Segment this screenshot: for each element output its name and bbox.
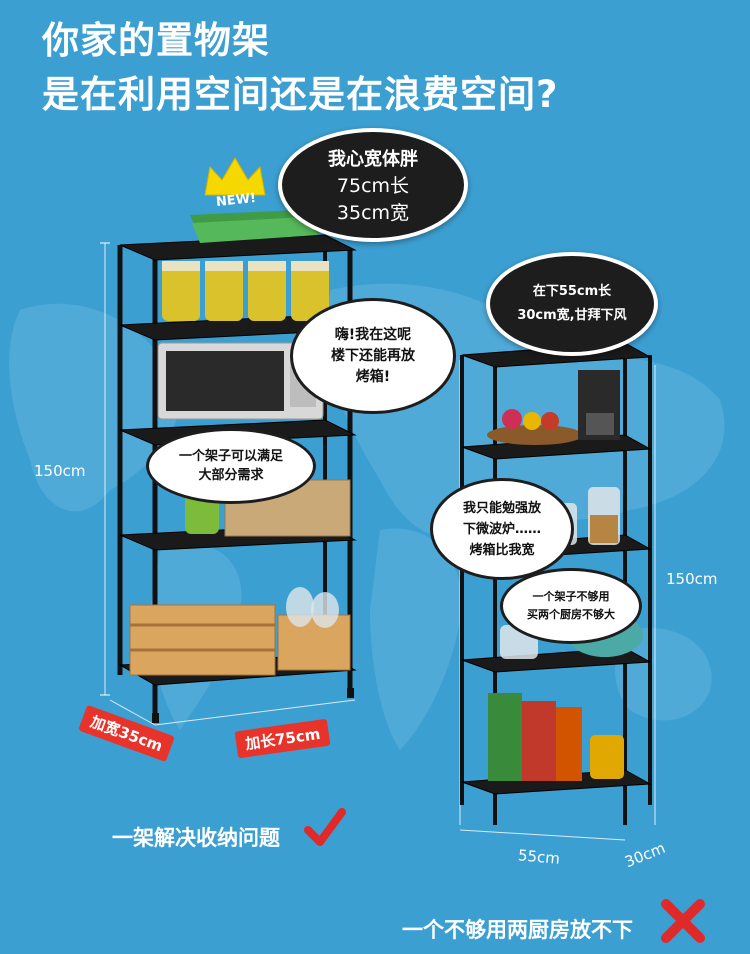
crown-icon: [204, 157, 266, 196]
small-shelf-cloud-mid: 我只能勉强放 下微波炉…… 烤箱比我宽: [430, 478, 574, 580]
small-verdict: 一个不够用两厨房放不下: [402, 918, 633, 942]
big-verdict: 一架解决收纳问题: [112, 826, 280, 850]
small-bubble-line-2: 30cm宽,甘拜下风: [517, 308, 627, 323]
big-shelf-speech-bubble: 我心宽体胖 75cm长 35cm宽: [278, 128, 468, 242]
small-cloud-low-line-2: 买两个厨房不够大: [527, 608, 615, 621]
headline-line-2: 是在利用空间还是在浪费空间?: [42, 73, 559, 116]
small-cloud-mid-line-2: 下微波炉……: [462, 521, 541, 537]
cloud-top-line-1: 嗨!我在这呢: [334, 326, 412, 343]
cloud-top-line-2: 楼下还能再放: [331, 347, 415, 364]
small-cloud-low-line-1: 一个架子不够用: [532, 590, 610, 603]
small-bubble-line-1: 在下55cm长: [532, 284, 612, 299]
cloud-mid-line-2: 大部分需求: [198, 468, 264, 483]
cross-icon: [661, 899, 705, 943]
big-bubble-line-2: 75cm长: [336, 175, 410, 197]
small-shelf-cloud-low: 一个架子不够用 买两个厨房不够大: [500, 568, 642, 644]
small-shelf-speech-bubble: 在下55cm长 30cm宽,甘拜下风: [486, 252, 658, 356]
big-shelf-cloud-top: 嗨!我在这呢 楼下还能再放 烤箱!: [290, 298, 456, 414]
cloud-mid-line-1: 一个架子可以满足: [178, 449, 283, 464]
check-icon: [304, 808, 346, 846]
small-shelf: [459, 342, 656, 841]
cloud-top-line-3: 烤箱!: [355, 368, 391, 385]
small-length-label: 55cm: [517, 846, 561, 868]
small-height-label: 150cm: [666, 570, 718, 588]
small-cloud-mid-line-3: 烤箱比我宽: [469, 542, 535, 558]
big-bubble-line-1: 我心宽体胖: [328, 149, 418, 170]
big-shelf: [100, 210, 357, 726]
big-height-label: 150cm: [34, 462, 86, 480]
small-cloud-mid-line-1: 我只能勉强放: [462, 500, 541, 516]
big-shelf-cloud-mid: 一个架子可以满足 大部分需求: [146, 428, 316, 504]
headline-line-1: 你家的置物架: [42, 19, 270, 62]
big-bubble-line-3: 35cm宽: [336, 202, 410, 224]
